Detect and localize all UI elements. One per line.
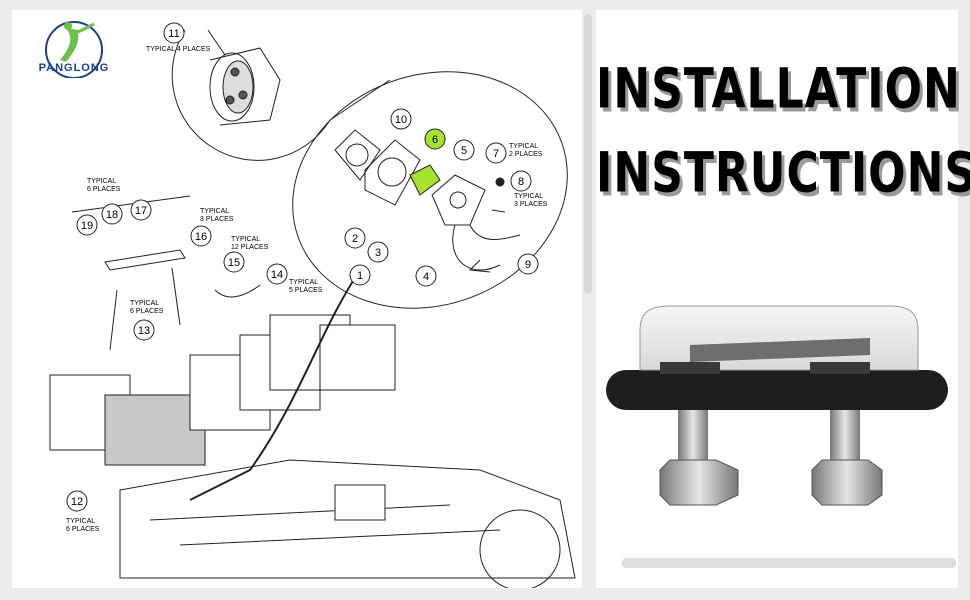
product-photo bbox=[606, 305, 948, 506]
note-13-line2: 6 PLACES bbox=[130, 308, 164, 315]
right-nut bbox=[811, 459, 883, 506]
note-12-line1: TYPICAL bbox=[66, 518, 95, 525]
diagram-panel: 11 10 6 5 7 8 2 3 1 4 9 17 18 19 16 15 1… bbox=[12, 10, 582, 588]
note-13-line1: TYPICAL bbox=[130, 300, 159, 307]
typical-notes: TYPICAL 4 PLACES TYPICAL 2 PLACES TYPICA… bbox=[66, 46, 548, 533]
bottom-scrollbar bbox=[622, 558, 956, 568]
divider bbox=[584, 14, 592, 294]
note-7-line1: TYPICAL bbox=[509, 143, 538, 150]
callout-9: 9 bbox=[525, 259, 531, 271]
callout-7: 7 bbox=[493, 148, 499, 160]
brand-logo: PANGLONG bbox=[22, 18, 126, 92]
note-19-line2: 6 PLACES bbox=[87, 186, 121, 193]
left-bolt bbox=[678, 405, 708, 465]
note-12-line2: 6 PLACES bbox=[66, 526, 100, 533]
clear-cover bbox=[639, 305, 919, 371]
left-nut bbox=[659, 459, 739, 506]
callout-2: 2 bbox=[352, 233, 358, 245]
callout-12: 12 bbox=[71, 496, 83, 508]
note-11: TYPICAL 4 PLACES bbox=[146, 46, 211, 53]
note-15-line1: TYPICAL bbox=[231, 236, 260, 243]
callout-6: 6 bbox=[432, 134, 438, 146]
brand-name: PANGLONG bbox=[38, 62, 110, 74]
heading-line-2: INSTRUCTIONS bbox=[596, 141, 970, 206]
note-17-line1: TYPICAL bbox=[200, 208, 229, 215]
note-8-line1: TYPICAL bbox=[514, 193, 543, 200]
note-19-line1: TYPICAL bbox=[87, 178, 116, 185]
highlighted-connector bbox=[409, 164, 441, 196]
note-14-line1: TYPICAL bbox=[289, 279, 318, 286]
right-bolt bbox=[830, 405, 860, 465]
base-plate bbox=[606, 370, 948, 410]
info-panel: INSTALLATION INSTRUCTIONS bbox=[596, 10, 970, 588]
callout-3: 3 bbox=[375, 247, 381, 259]
note-14-line2: 5 PLACES bbox=[289, 287, 323, 294]
note-17-line2: 3 PLACES bbox=[200, 216, 234, 223]
note-15-line2: 12 PLACES bbox=[231, 244, 269, 251]
callout-8: 8 bbox=[518, 176, 524, 188]
callout-14: 14 bbox=[271, 269, 283, 281]
note-7-line2: 2 PLACES bbox=[509, 151, 543, 158]
callout-13: 13 bbox=[138, 325, 150, 337]
callout-4: 4 bbox=[423, 271, 429, 283]
note-8-line2: 3 PLACES bbox=[514, 201, 548, 208]
heading-line-1: INSTALLATION bbox=[596, 57, 961, 122]
callout-markers: 11 10 6 5 7 8 2 3 1 4 9 17 18 19 16 15 1… bbox=[66, 22, 539, 512]
wiring-diagram: 11 10 6 5 7 8 2 3 1 4 9 17 18 19 16 15 1… bbox=[49, 22, 576, 588]
callout-16: 16 bbox=[195, 231, 207, 243]
callout-15: 15 bbox=[228, 257, 240, 269]
callout-19: 19 bbox=[81, 220, 93, 232]
callout-10: 10 bbox=[395, 114, 407, 126]
callout-11: 11 bbox=[168, 28, 179, 40]
callout-18: 18 bbox=[106, 209, 118, 221]
callout-17: 17 bbox=[135, 205, 147, 217]
fuse-bar bbox=[690, 338, 870, 362]
callout-5: 5 bbox=[461, 145, 467, 157]
callout-1: 1 bbox=[357, 270, 363, 282]
